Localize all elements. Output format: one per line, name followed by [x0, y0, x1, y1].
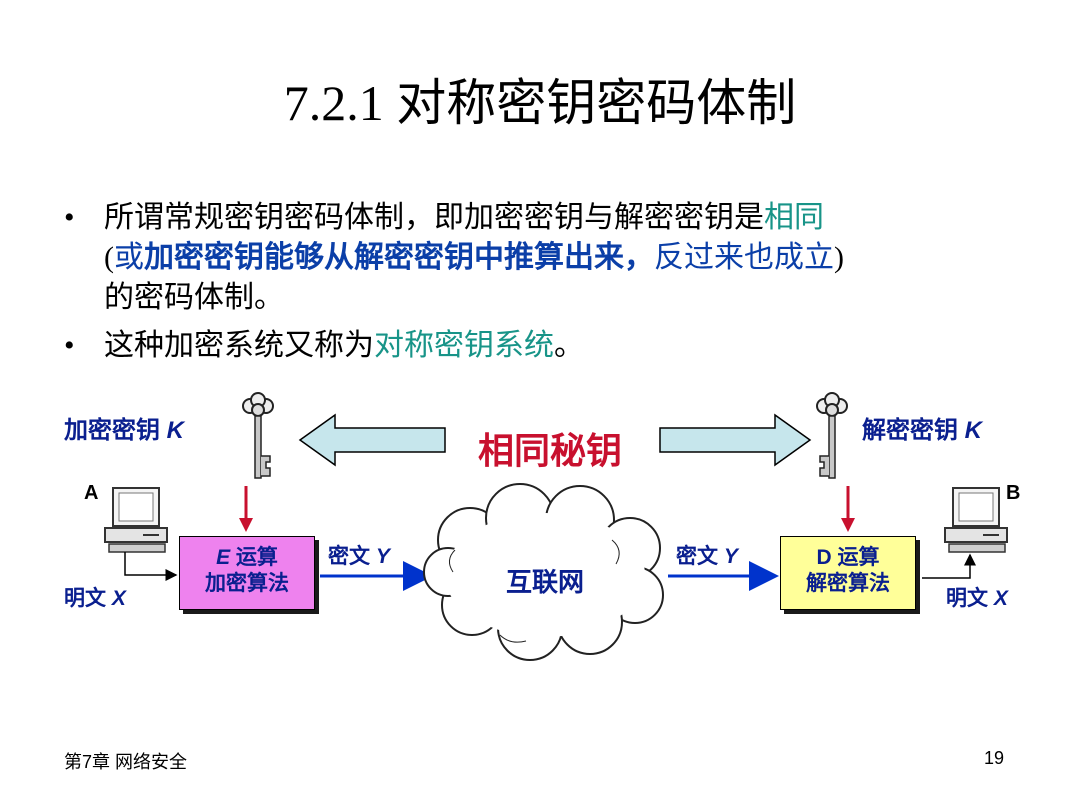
ciphertext-var: Y	[375, 545, 390, 568]
plaintext-text: 明文	[946, 587, 988, 610]
host-b-label: B	[1006, 482, 1021, 504]
bullet-marker: •	[64, 201, 75, 234]
decrypt-box: D 运算 解密算法	[780, 536, 916, 610]
text-or: 或	[114, 241, 144, 274]
encrypt-op-var: E	[216, 546, 231, 569]
decrypt-algo: 解密算法	[806, 572, 890, 595]
enc-key-label: 加密密钥 K	[64, 410, 184, 445]
diagram-graphics	[104, 392, 1008, 661]
right-wide-arrow	[659, 413, 812, 467]
plaintext-label-a: 明文 X	[64, 582, 126, 612]
text-vice-versa: 反过来也成立	[654, 241, 834, 274]
decrypt-op-var: D	[816, 546, 832, 569]
dec-key-text: 解密密钥	[862, 417, 958, 444]
plaintext-var: X	[993, 587, 1008, 610]
bullet-item-2: • 这种加密系统又称为对称密钥系统。	[60, 326, 1040, 366]
ciphertext-text: 密文	[328, 545, 370, 568]
highlight-symmetric: 对称密钥系统	[374, 329, 554, 362]
encrypt-box: E 运算 加密算法	[179, 536, 315, 610]
red-arrow-enc	[239, 486, 253, 532]
ciphertext-var: Y	[723, 545, 738, 568]
ciphertext-label-left: 密文 Y	[328, 540, 390, 570]
encrypt-algo: 加密算法	[205, 572, 289, 595]
encrypt-op: E 运算	[180, 545, 314, 571]
ciphertext-label-right: 密文 Y	[676, 540, 738, 570]
paren-close: )	[834, 241, 844, 274]
ciphertext-text: 密文	[676, 545, 718, 568]
bullet-text-end: 的密码体制。	[104, 281, 284, 314]
connector-a	[124, 552, 178, 581]
bullet-text-end: 。	[554, 329, 584, 362]
plaintext-var: X	[111, 587, 126, 610]
red-arrow-dec	[841, 486, 855, 532]
bullet-list: • 所谓常规密钥密码体制，即加密密钥与解密密钥是相同 (或加密密钥能够从解密密钥中…	[60, 198, 1040, 374]
dec-key-var: K	[964, 417, 983, 444]
cloud-inner-lines	[449, 539, 620, 643]
text-derivable: 加密密钥能够从解密密钥中推算出来，	[144, 241, 654, 274]
paren-open: (	[104, 241, 114, 274]
footer-chapter: 第7章 网络安全	[64, 752, 188, 772]
bullet-text: 所谓常规密钥密码体制，即加密密钥与解密密钥是	[104, 201, 764, 234]
computer-icon	[104, 487, 168, 553]
host-a-label: A	[84, 482, 99, 504]
dec-key-label: 解密密钥 K	[862, 410, 982, 445]
plaintext-text: 明文	[64, 587, 106, 610]
same-key-label: 相同秘钥	[477, 430, 622, 471]
bullet-text: 这种加密系统又称为	[104, 329, 374, 362]
connector-b	[922, 553, 976, 579]
enc-key-var: K	[166, 417, 185, 444]
plaintext-label-b: 明文 X	[946, 582, 1008, 612]
decrypt-op-suffix: 运算	[837, 546, 880, 569]
bullet-item-1: • 所谓常规密钥密码体制，即加密密钥与解密密钥是相同 (或加密密钥能够从解密密钥中…	[60, 198, 1040, 318]
internet-label: 互联网	[505, 567, 584, 597]
key-icon	[242, 392, 274, 479]
key-icon	[816, 392, 848, 479]
decrypt-op: D 运算	[781, 545, 915, 571]
page-number: 19	[984, 748, 1005, 768]
slide-title: 7.2.1 对称密钥密码体制	[283, 75, 797, 131]
encrypt-op-suffix: 运算	[235, 546, 278, 569]
bullet-marker: •	[64, 329, 75, 362]
enc-key-text: 加密密钥	[64, 417, 160, 444]
highlight-same: 相同	[764, 201, 824, 234]
left-wide-arrow	[298, 413, 446, 467]
symmetric-key-diagram: 加密密钥 K 解密密钥 K 相同秘钥 A B 明文 X 明文 X 密文 Y 密文…	[0, 390, 1080, 670]
computer-icon	[944, 487, 1008, 553]
internet-cloud-icon	[423, 483, 664, 661]
